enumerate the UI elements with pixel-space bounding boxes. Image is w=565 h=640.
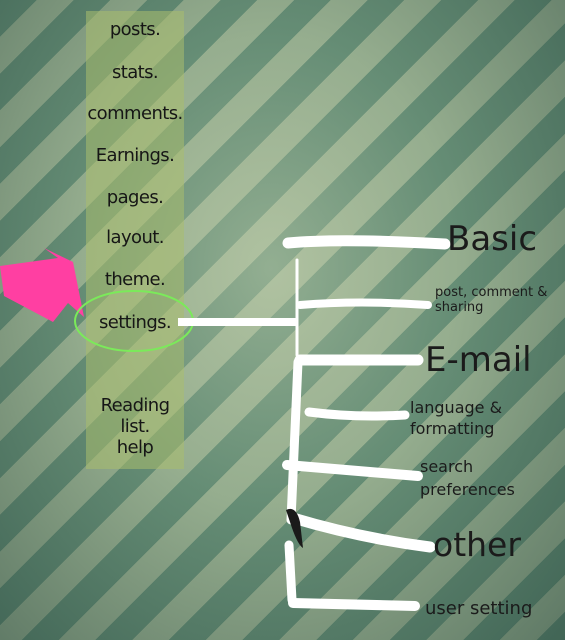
menu-item-help[interactable]: help (116, 437, 154, 458)
ink-blot (286, 508, 303, 548)
menu-item-theme[interactable]: theme. (104, 269, 166, 290)
menu-item-settings[interactable]: settings. (98, 312, 172, 333)
settings-user-label[interactable]: user setting (425, 598, 533, 619)
menu-item-pages[interactable]: pages. (106, 187, 164, 208)
pointer-arrow-icon (0, 248, 84, 322)
blog-menu-panel: posts. stats. comments. Earnings. pages.… (86, 11, 184, 469)
menu-item-earnings[interactable]: Earnings. (95, 145, 175, 166)
menu-item-reading-list[interactable]: Reading list. (100, 395, 170, 437)
settings-language-label[interactable]: language & formatting (410, 398, 503, 438)
settings-search-label[interactable]: search preferences (420, 457, 515, 499)
settings-basic-label[interactable]: Basic (447, 219, 538, 259)
menu-item-posts[interactable]: posts. (109, 19, 161, 40)
settings-email-label[interactable]: E-mail (425, 340, 532, 380)
menu-item-comments[interactable]: comments. (87, 103, 183, 124)
settings-other-label[interactable]: other (433, 525, 521, 564)
settings-tree-connectors (178, 235, 451, 611)
settings-post-label[interactable]: post, comment & sharing (435, 285, 548, 315)
menu-item-stats[interactable]: stats. (111, 62, 159, 83)
menu-item-layout[interactable]: layout. (106, 227, 164, 248)
settings-highlight-circle (74, 290, 194, 352)
